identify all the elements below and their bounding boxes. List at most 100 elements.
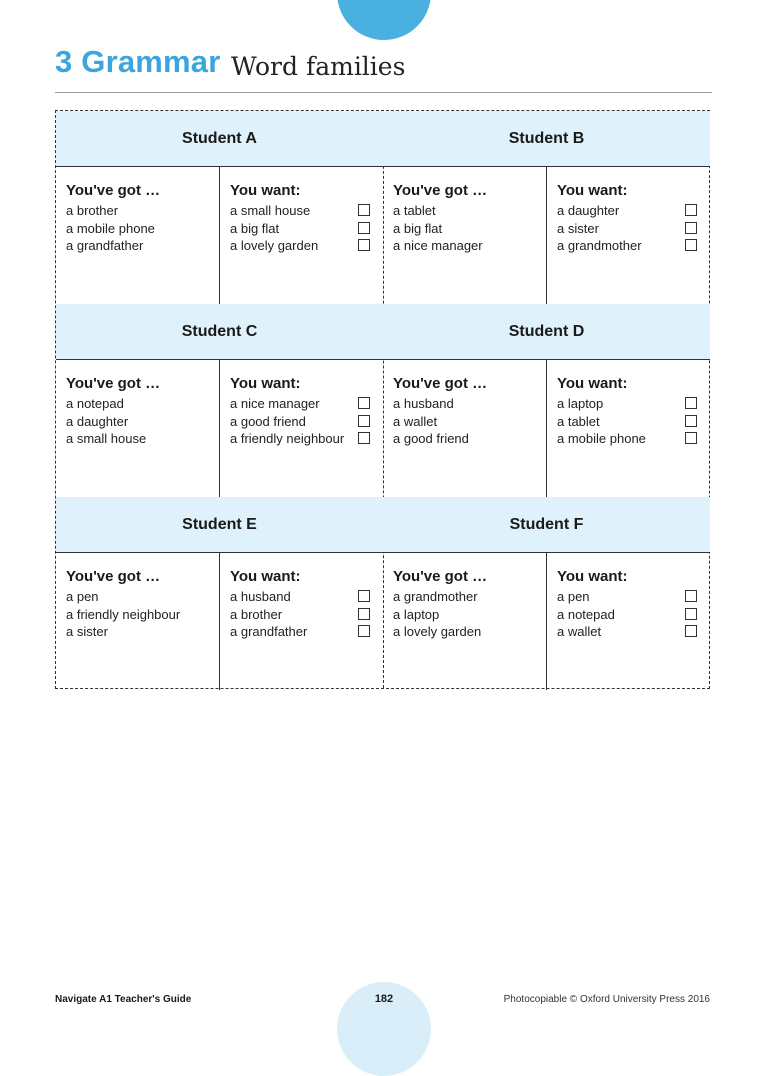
tick-checkbox[interactable] <box>685 221 697 234</box>
wanted-item: a brother <box>230 606 383 624</box>
item-label: a small house <box>66 431 147 447</box>
owned-item: a pen <box>66 588 219 606</box>
owned-item: a good friend <box>393 430 546 448</box>
tick-checkbox[interactable] <box>358 625 370 638</box>
tick-checkbox[interactable] <box>358 432 370 445</box>
you-want-heading: You want: <box>557 375 628 392</box>
owned-item: a wallet <box>393 413 546 431</box>
wanted-item: a grandfather <box>230 623 383 641</box>
owned-item: a tablet <box>393 202 546 220</box>
item-label: a big flat <box>230 220 280 236</box>
wanted-item: a grandmother <box>557 237 710 255</box>
you-want-column: You want: a laptop a tablet a mobile phone <box>547 359 710 497</box>
youve-got-heading: You've got … <box>393 375 488 392</box>
youve-got-heading: You've got … <box>66 568 161 585</box>
owned-item: a grandfather <box>66 237 219 255</box>
page-number: 182 <box>374 993 394 1005</box>
item-label: a notepad <box>66 396 124 411</box>
wanted-item: a good friend <box>230 413 383 431</box>
wanted-item: a nice manager <box>230 395 383 413</box>
item-label: a laptop <box>557 396 604 411</box>
tick-checkbox[interactable] <box>358 607 370 620</box>
tick-checkbox[interactable] <box>685 590 697 602</box>
owned-item: a notepad <box>66 395 219 413</box>
item-label: a tablet <box>393 203 436 218</box>
item-label: a wallet <box>557 624 602 640</box>
youve-got-heading: You've got … <box>393 182 488 199</box>
item-label: a notepad <box>557 606 615 622</box>
tick-checkbox[interactable] <box>358 239 370 252</box>
owned-item: a lovely garden <box>393 623 546 641</box>
owned-item: a small house <box>66 430 219 448</box>
item-label: a brother <box>66 203 119 218</box>
item-label: a small house <box>230 203 311 218</box>
owned-item: a sister <box>66 623 219 641</box>
item-label: a grandmother <box>393 589 478 604</box>
item-label: a sister <box>557 220 599 236</box>
wanted-item: a pen <box>557 588 710 606</box>
you-want-heading: You want: <box>557 182 628 199</box>
item-label: a big flat <box>393 220 443 236</box>
item-label: a good friend <box>230 413 306 429</box>
wanted-item: a daughter <box>557 202 710 220</box>
youve-got-column: You've got … a tablet a big flat a nice man… <box>383 166 547 304</box>
wanted-item: a notepad <box>557 606 710 624</box>
decorative-top-circle <box>337 0 431 40</box>
wanted-item: a mobile phone <box>557 430 710 448</box>
item-label: a friendly neighbour <box>66 606 181 622</box>
tick-checkbox[interactable] <box>685 397 697 409</box>
item-label: a laptop <box>393 606 440 622</box>
tick-checkbox[interactable] <box>685 204 697 216</box>
tick-checkbox[interactable] <box>685 607 697 620</box>
item-label: a wallet <box>393 413 438 429</box>
wanted-item: a wallet <box>557 623 710 641</box>
item-label: a husband <box>230 589 291 604</box>
page-header: 3 Grammar Word families <box>55 44 712 94</box>
tick-checkbox[interactable] <box>685 239 697 252</box>
wanted-item: a friendly neighbour <box>230 430 383 448</box>
student-card-title: Student C <box>56 304 383 360</box>
owned-item: a friendly neighbour <box>66 606 219 624</box>
tick-checkbox[interactable] <box>685 625 697 638</box>
owned-item: a husband <box>393 395 546 413</box>
you-want-heading: You want: <box>230 375 301 392</box>
owned-item: a mobile phone <box>66 220 219 238</box>
you-want-column: You want: a nice manager a good friend a fr… <box>220 359 383 497</box>
item-label: a mobile phone <box>557 431 646 447</box>
cut-line-vertical <box>383 111 384 688</box>
owned-item: a brother <box>66 202 219 220</box>
student-card-title: Student F <box>383 497 710 553</box>
item-label: a tablet <box>557 413 600 429</box>
unit-subtitle: Word families <box>231 52 406 81</box>
item-label: a friendly neighbour <box>230 431 345 447</box>
tick-checkbox[interactable] <box>358 414 370 427</box>
tick-checkbox[interactable] <box>358 204 370 216</box>
unit-title: 3 Grammar <box>55 44 221 79</box>
tick-checkbox[interactable] <box>358 221 370 234</box>
wanted-item: a tablet <box>557 413 710 431</box>
tick-checkbox[interactable] <box>358 590 370 602</box>
item-label: a lovely garden <box>393 624 482 640</box>
header-rule <box>55 92 712 93</box>
tick-checkbox[interactable] <box>358 397 370 409</box>
student-card-title: Student E <box>56 497 383 553</box>
wanted-item: a husband <box>230 588 383 606</box>
you-want-heading: You want: <box>230 182 301 199</box>
tick-checkbox[interactable] <box>685 414 697 427</box>
item-label: a nice manager <box>393 238 483 254</box>
wanted-item: a big flat <box>230 220 383 238</box>
item-label: a nice manager <box>230 396 320 411</box>
wanted-item: a laptop <box>557 395 710 413</box>
tick-checkbox[interactable] <box>685 432 697 445</box>
